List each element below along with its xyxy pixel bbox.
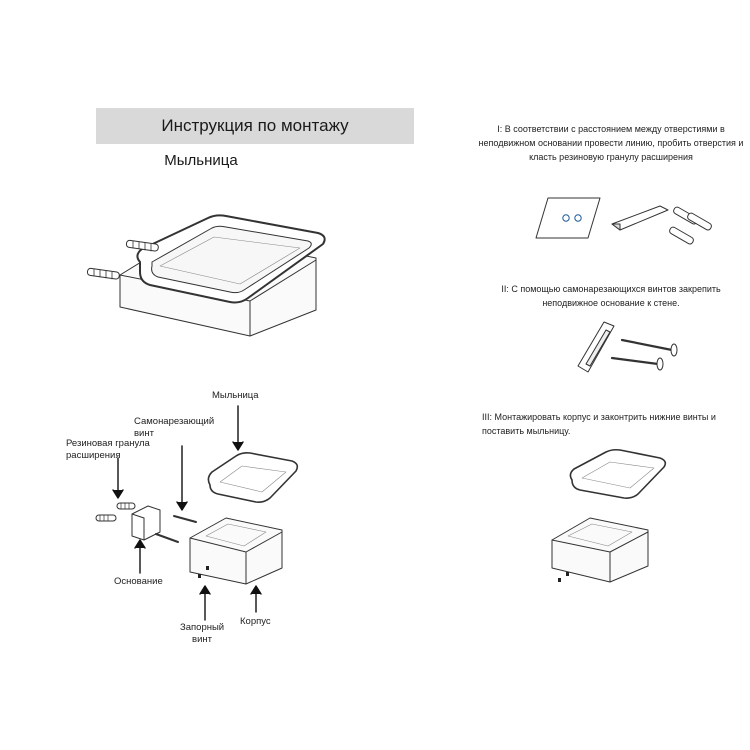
page-title: Инструкция по монтажу <box>161 116 349 135</box>
label-soap-dish: Мыльница <box>212 390 259 401</box>
wall-plug-upper <box>125 239 159 252</box>
step-1-text: I: В соответствии с расстоянием между от… <box>478 124 744 162</box>
title-bar <box>96 108 414 144</box>
label-lock-screw: Запорный винт <box>180 622 225 645</box>
step1-illustration <box>535 197 712 245</box>
step3-illustration <box>551 448 667 583</box>
label-base: Основание <box>114 576 163 587</box>
wall-plug-lower <box>86 267 120 280</box>
assembled-product-illustration <box>86 214 326 337</box>
exploded-view-illustration <box>95 452 299 585</box>
step-3-text: III: Монтажировать корпус и законтрить н… <box>482 412 716 436</box>
step-2-text: II: С помощью самонарезающихся винтов за… <box>501 284 721 308</box>
label-self-tapping-screw: Самонарезающий винт <box>134 416 215 439</box>
label-rubber-plug: Резиновая гранула расширения <box>66 438 150 461</box>
label-body: Корпус <box>240 616 271 627</box>
label-arrows <box>112 405 262 621</box>
product-name: Мыльница <box>164 152 238 169</box>
step2-illustration <box>577 321 678 373</box>
